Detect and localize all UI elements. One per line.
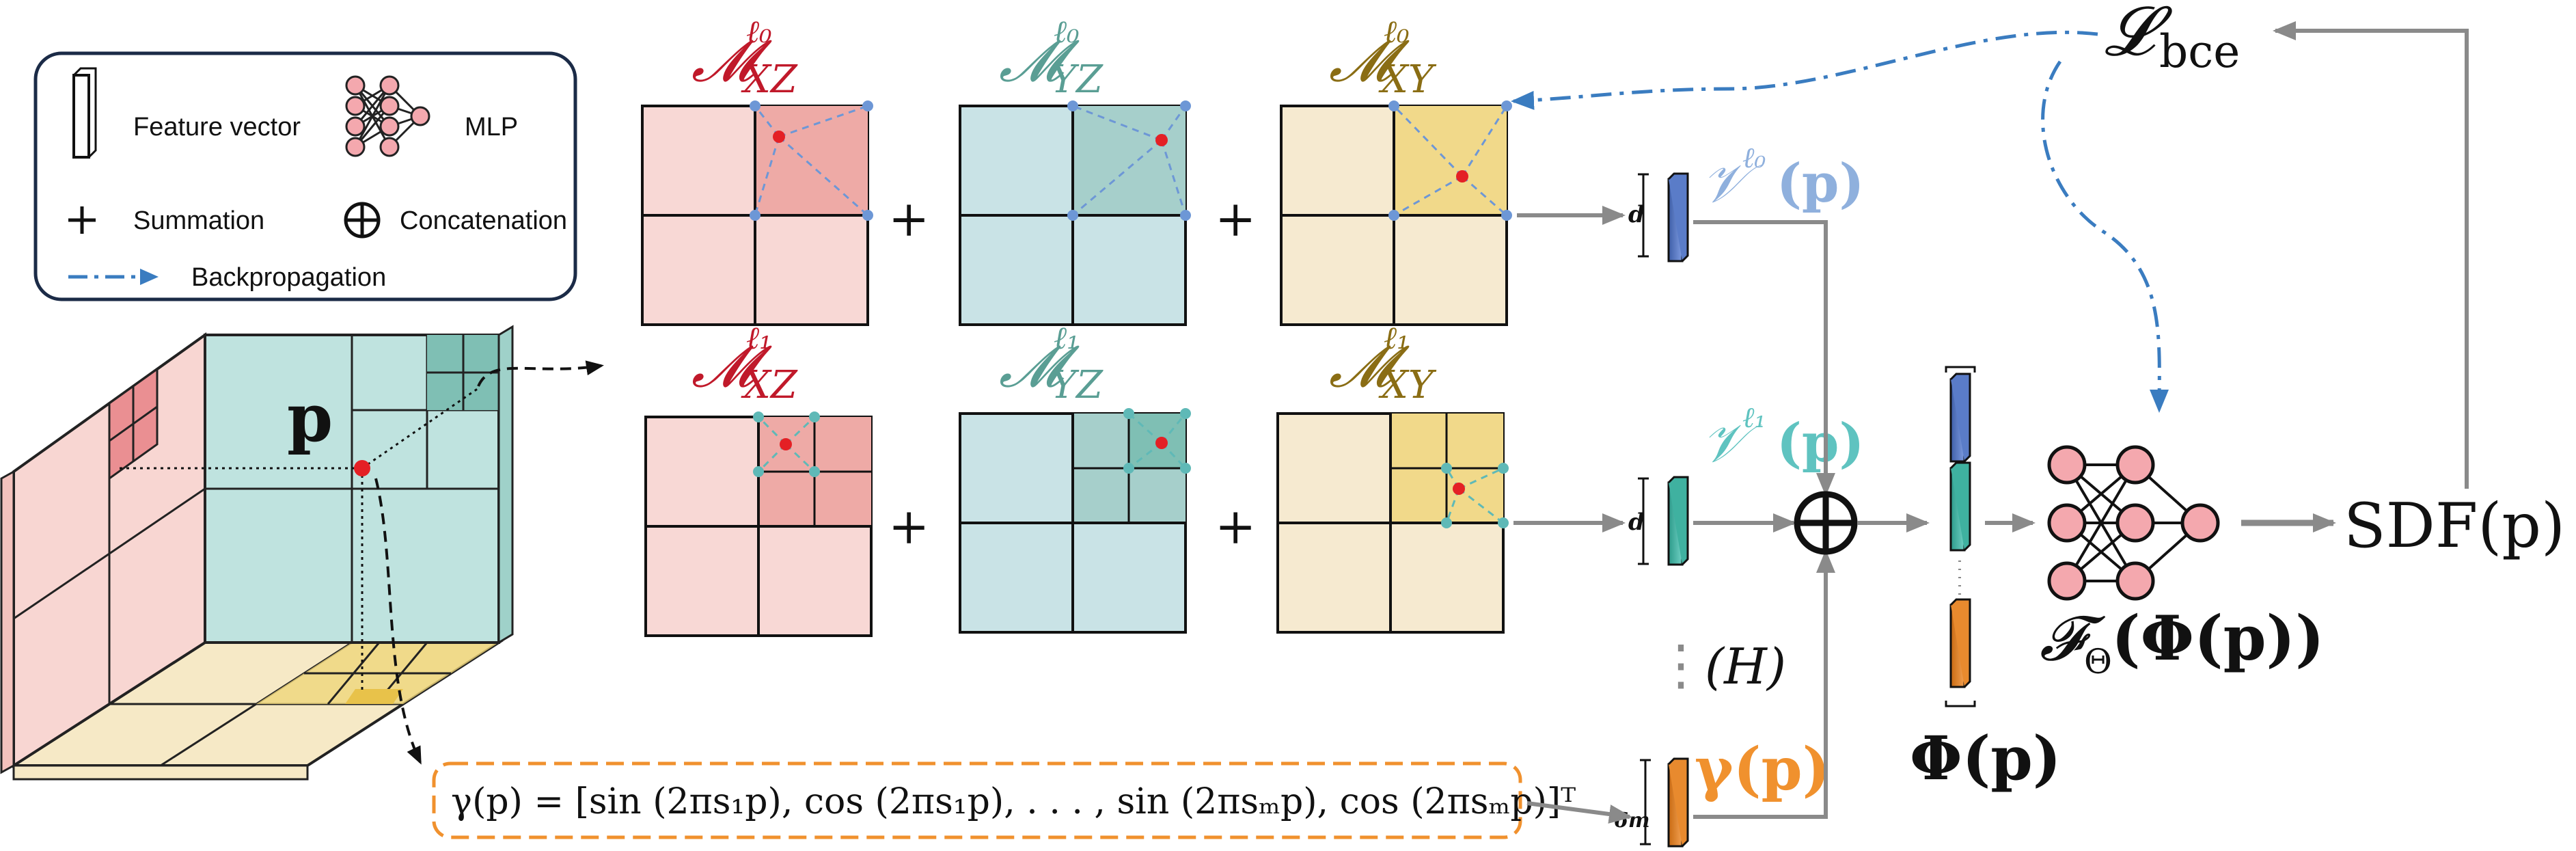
svg-text:ℓ₁: ℓ₁	[1742, 401, 1766, 434]
plus-sign-row1-a: +	[888, 498, 929, 555]
loss-label: 𝓛 bce	[2105, 0, 2240, 78]
svg-text:YZ: YZ	[1051, 363, 1104, 407]
legend-backpropagation-label: Backpropagation	[191, 263, 386, 292]
svg-text:ℓ₀: ℓ₀	[1054, 13, 1080, 50]
encoding-formula: γ(p) = [sin (2πs₁p), cos (2πs₁p), . . . …	[451, 781, 1576, 822]
svg-text:bce: bce	[2159, 25, 2240, 78]
plus-icon	[68, 206, 96, 234]
feature-vector-v1	[1638, 476, 1689, 566]
plane-yz-l1	[959, 408, 1191, 634]
legend-feature-vector-label: Feature vector	[133, 113, 301, 141]
plus-sign-row0-a: +	[888, 190, 929, 247]
label-yz-l1: 𝓜 ℓ₁ YZ	[999, 319, 1104, 407]
label-v1: 𝒱 ℓ₁ (p)	[1701, 401, 1864, 474]
svg-text:(p): (p)	[1777, 152, 1864, 215]
connector-v0-to-concat	[1693, 220, 1835, 496]
svg-text:XY: XY	[1378, 363, 1437, 407]
point-p-label: p	[287, 379, 333, 457]
svg-text:XZ: XZ	[741, 57, 798, 102]
mlp-icon	[345, 75, 430, 157]
label-yz-l0: 𝓜 ℓ₀ YZ	[999, 13, 1104, 102]
label-v0: 𝒱 ℓ₀ (p)	[1701, 141, 1864, 215]
legend-summation-label: Summation	[133, 206, 264, 235]
svg-text:(Φ(p)): (Φ(p))	[2111, 602, 2325, 675]
svg-text:(p): (p)	[1777, 412, 1864, 474]
plane-xz-l0	[641, 100, 873, 326]
dim-6m: 6m	[1614, 809, 1650, 833]
point-p-marker	[354, 460, 370, 476]
label-xy-l0: 𝓜 ℓ₀ XY	[1329, 13, 1437, 102]
svg-text:XZ: XZ	[741, 363, 798, 407]
phi-label: Φ(p)	[1910, 722, 2061, 794]
dim-d-v1: d	[1628, 509, 1645, 536]
oplus-icon	[344, 202, 381, 239]
plane-xy-l0	[1280, 100, 1512, 326]
backprop-arrow-to-planes	[1511, 30, 2098, 110]
feature-vector-v0	[1638, 172, 1689, 262]
svg-text:ℓ₀: ℓ₀	[1742, 141, 1766, 174]
f-theta-label: 𝓕 Θ (Φ(p))	[2040, 602, 2325, 681]
svg-text:ℓ₁: ℓ₁	[1054, 319, 1080, 356]
backprop-arrow-to-mlp	[2041, 60, 2169, 413]
concat-symbol-icon	[1794, 491, 1858, 555]
plus-sign-row1-b: +	[1215, 498, 1256, 555]
legend-box: Feature vector MLP Summation Co	[33, 51, 577, 301]
plane-xy-l1	[1276, 412, 1509, 634]
arrow-encoding-to-gamma	[1526, 801, 1632, 824]
label-xz-l0: 𝓜 ℓ₀ XZ	[691, 13, 798, 102]
mlp-network-icon	[2047, 445, 2220, 601]
svg-text:YZ: YZ	[1051, 57, 1104, 102]
connector-gamma-to-concat	[1693, 550, 1835, 819]
dim-d-v0: d	[1628, 201, 1645, 228]
projection-arrow-encoding	[374, 478, 422, 765]
feature-vector-icon	[72, 67, 97, 159]
octree-cube: p	[0, 325, 604, 781]
svg-text:Θ: Θ	[2084, 642, 2112, 681]
plane-yz-l0	[959, 100, 1191, 326]
feature-vector-gamma	[1640, 757, 1689, 848]
sdf-label: SDF(p)	[2344, 490, 2565, 562]
label-gamma: γ(p)	[1695, 735, 1830, 804]
label-xy-l1: 𝓜 ℓ₁ XY	[1329, 319, 1437, 407]
backprop-arrow-icon	[140, 269, 159, 285]
encoding-formula-box: γ(p) = [sin (2πs₁p), cos (2πs₁p), . . . …	[432, 761, 1576, 839]
plus-sign-row0-b: +	[1215, 190, 1256, 247]
h-label: (H)	[1705, 638, 1786, 695]
plane-xz-l1	[644, 411, 873, 637]
label-xz-l1: 𝓜 ℓ₁ XZ	[691, 319, 798, 407]
svg-text:ℓ₀: ℓ₀	[1384, 13, 1410, 50]
arrow-sdf-to-loss	[2273, 21, 2469, 489]
svg-text:ℓ₁: ℓ₁	[1384, 319, 1410, 356]
legend-mlp-label: MLP	[465, 113, 518, 141]
phi-stacked-vector	[1945, 366, 1976, 707]
svg-text:XY: XY	[1378, 57, 1437, 102]
legend-concatenation-label: Concatenation	[400, 206, 567, 235]
svg-text:ℓ₀: ℓ₀	[746, 13, 772, 50]
svg-text:ℓ₁: ℓ₁	[746, 319, 772, 356]
vector-ellipsis: ⋮	[1654, 633, 1708, 697]
